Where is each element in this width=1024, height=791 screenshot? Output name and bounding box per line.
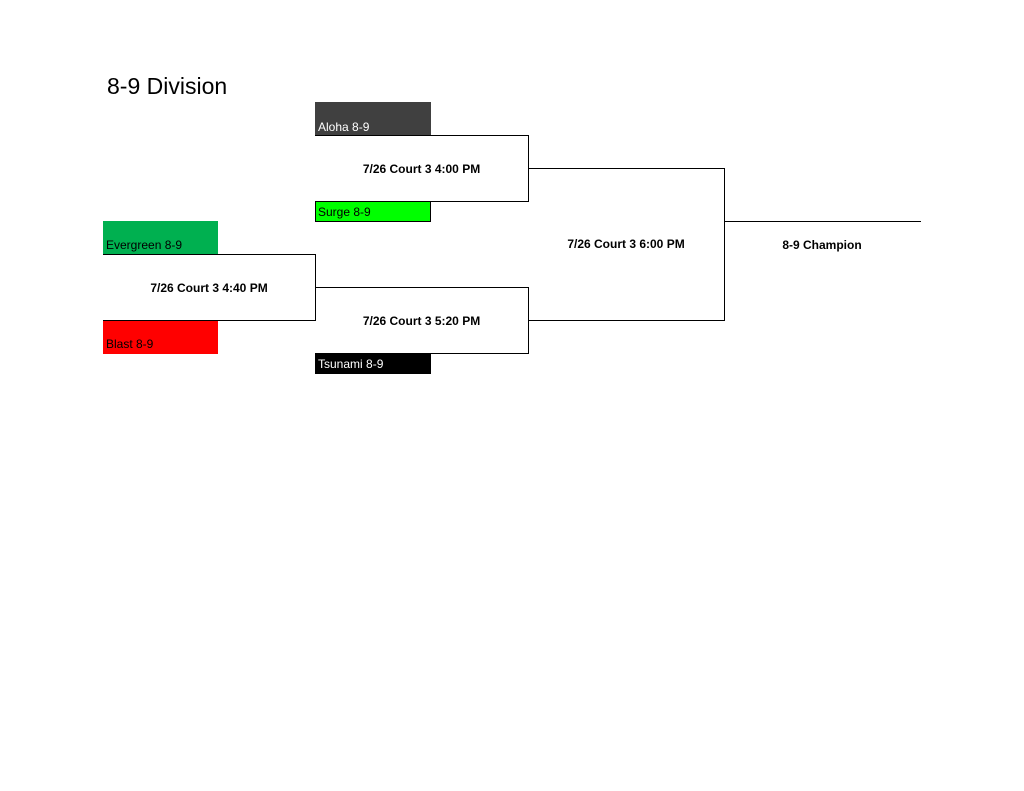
page-title: 8-9 Division [107,73,228,99]
bracket-line [315,135,529,136]
team-box-tsunami: Tsunami 8-9 [315,353,431,374]
bracket-line [724,168,725,321]
game-label-final: 7/26 Court 3 6:00 PM [567,237,685,251]
team-box-evergreen: Evergreen 8-9 [103,221,218,254]
bracket-line [103,254,316,255]
bracket-line [315,353,529,354]
bracket-line [315,287,529,288]
game-label-g3: 7/26 Court 3 5:20 PM [362,314,481,328]
bracket-line [528,320,725,321]
champion-line [724,221,921,222]
team-box-surge: Surge 8-9 [315,201,431,222]
team-box-aloha: Aloha 8-9 [315,102,431,135]
bracket-line [315,201,529,202]
team-name-evergreen: Evergreen 8-9 [106,238,183,252]
team-name-aloha: Aloha 8-9 [318,120,370,134]
bracket-line [528,168,725,169]
game-label-g1: 7/26 Court 3 4:00 PM [362,162,481,176]
team-name-blast: Blast 8-9 [106,337,154,351]
team-name-surge: Surge 8-9 [318,205,371,219]
team-box-blast: Blast 8-9 [103,320,218,354]
bracket-line [103,320,316,321]
game-label-g2: 7/26 Court 3 4:40 PM [150,281,268,295]
champion-label: 8-9 Champion [782,238,862,252]
team-name-tsunami: Tsunami 8-9 [318,357,384,371]
